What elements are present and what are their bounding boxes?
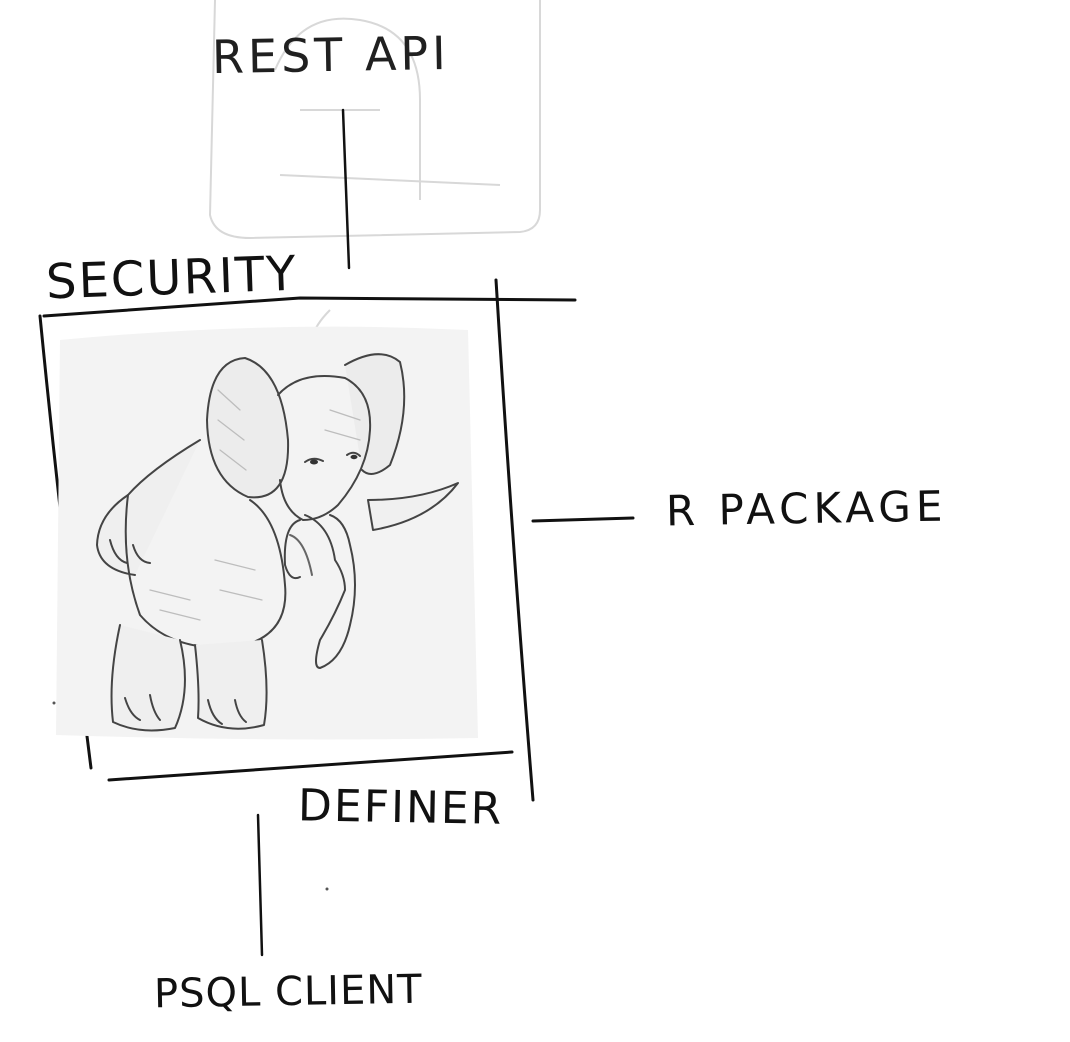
connector-r-package [531,516,635,523]
elephant-icon [96,353,459,732]
label-definer: DEFINER [297,780,504,835]
connector-rest-api [341,108,351,270]
label-rest-api: REST API [211,25,451,85]
stray-mark [325,887,329,891]
label-psql-client: PSQL CLIENT [153,966,424,1018]
stray-mark [52,701,56,705]
label-r-package: R PACKAGE [665,481,948,536]
connector-psql-client [256,813,264,957]
label-security: SECURITY [45,245,299,311]
